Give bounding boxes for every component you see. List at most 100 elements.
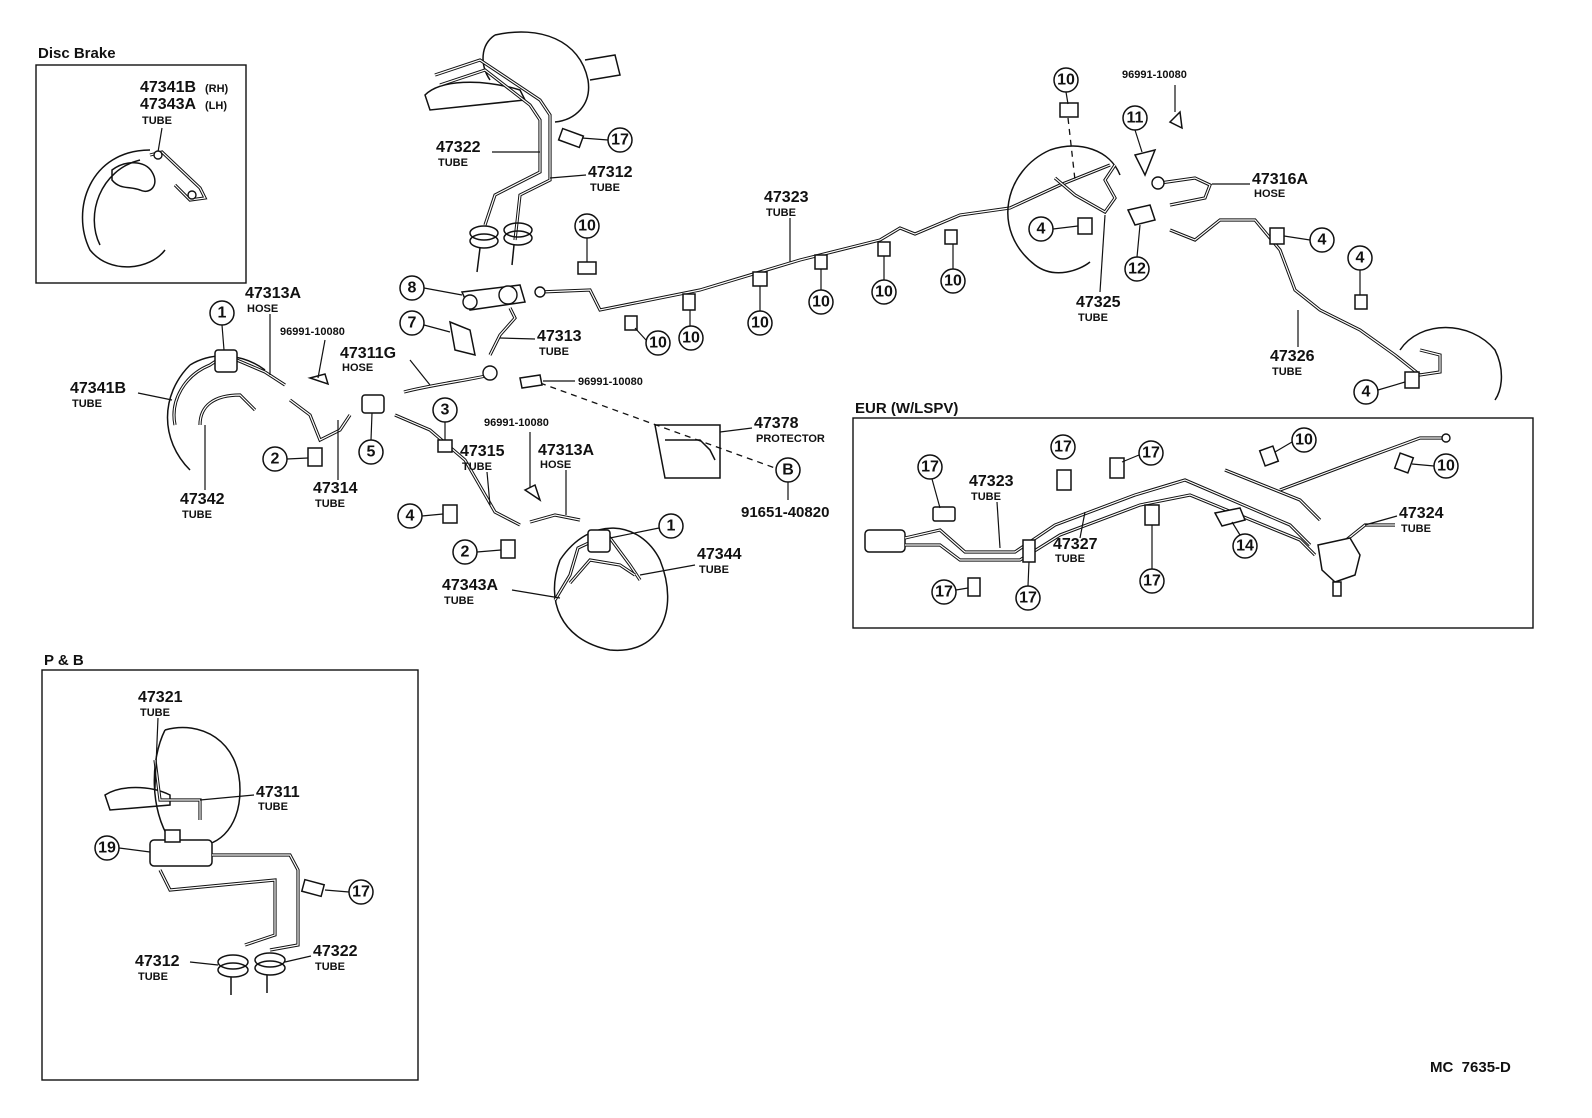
eur-ref-10-b: 10 <box>1433 453 1459 479</box>
part-47323-type: TUBE <box>766 207 796 219</box>
part-47316a: 47316A <box>1252 171 1308 188</box>
part-47315: 47315 <box>460 443 505 460</box>
disc-brake-rotor-drawing <box>81 127 208 268</box>
svg-text:1: 1 <box>667 518 676 535</box>
p-and-b-frame <box>41 669 419 1081</box>
ref-10-top: 10 <box>1053 67 1079 93</box>
disc-brake-title: Disc Brake <box>38 45 116 62</box>
pb-part-47322-type: TUBE <box>315 961 345 973</box>
svg-text:17: 17 <box>1143 573 1161 590</box>
svg-text:11: 11 <box>1127 110 1144 127</box>
eur-part-47323-type: TUBE <box>971 491 1001 503</box>
part-47313a-left-type: HOSE <box>247 303 278 315</box>
part-96991-10080-left: 96991-10080 <box>280 326 345 338</box>
svg-text:3: 3 <box>441 402 450 419</box>
svg-text:17: 17 <box>1142 445 1160 462</box>
part-47341b-type: TUBE <box>72 398 102 410</box>
eur-ref-17-b: 17 <box>1050 434 1076 460</box>
svg-text:17: 17 <box>611 132 629 149</box>
part-47343a: 47343A <box>442 577 498 594</box>
part-91651-40820: 91651-40820 <box>741 504 829 521</box>
disc-brake-frame <box>35 64 247 284</box>
part-47343a-type: TUBE <box>444 595 474 607</box>
part-47312: 47312 <box>588 164 633 181</box>
ref-10-a: 10 <box>574 213 600 239</box>
pb-part-47322: 47322 <box>313 943 358 960</box>
svg-text:4: 4 <box>1318 232 1327 249</box>
main-ref-circles: 17 10 10 10 10 10 10 <box>209 67 1406 565</box>
part-47313a-right-type: HOSE <box>540 459 571 471</box>
svg-text:10: 10 <box>751 315 769 332</box>
part-47315-type: TUBE <box>462 461 492 473</box>
eur-ref-17-a: 17 <box>917 454 943 480</box>
main-labels: 47322 TUBE 47312 TUBE 47323 TUBE 47313A … <box>70 69 1315 607</box>
part-47313a-left: 47313A <box>245 285 301 302</box>
svg-text:8: 8 <box>408 280 417 297</box>
ref-4-e: 4 <box>1353 379 1379 405</box>
svg-text:4: 4 <box>1356 250 1365 267</box>
part-47326: 47326 <box>1270 348 1315 365</box>
part-47325: 47325 <box>1076 294 1121 311</box>
pb-part-47321-type: TUBE <box>140 707 170 719</box>
eur-part-47327-type: TUBE <box>1055 553 1085 565</box>
ref-8: 8 <box>399 275 425 301</box>
ref-10-e: 10 <box>808 289 834 315</box>
ref-3: 3 <box>432 397 458 423</box>
eur-ref-17-d: 17 <box>931 579 957 605</box>
drawing-code: MC 7635-D <box>1430 1059 1511 1076</box>
disc-brake-part-b: 47343A <box>140 96 196 113</box>
part-47378: 47378 <box>754 415 799 432</box>
ref-1-b: 1 <box>658 513 684 539</box>
pb-part-47312-type: TUBE <box>138 971 168 983</box>
ref-10-b: 10 <box>645 330 671 356</box>
ref-2-left: 2 <box>262 446 288 472</box>
svg-text:10: 10 <box>682 330 700 347</box>
eur-part-47324-type: TUBE <box>1401 523 1431 535</box>
svg-text:17: 17 <box>1019 590 1037 607</box>
svg-text:10: 10 <box>649 335 667 352</box>
disc-brake-part-b-note: (LH) <box>205 100 227 112</box>
p-and-b-title: P & B <box>44 652 84 669</box>
svg-text:10: 10 <box>1437 458 1455 475</box>
svg-text:4: 4 <box>1037 221 1046 238</box>
part-47341b: 47341B <box>70 380 126 397</box>
svg-text:10: 10 <box>944 273 962 290</box>
part-47311g: 47311G <box>340 345 396 362</box>
part-47322-type: TUBE <box>438 157 468 169</box>
pb-part-47321: 47321 <box>138 689 183 706</box>
ref-17-top: 17 <box>607 127 633 153</box>
part-47313a-right: 47313A <box>538 442 594 459</box>
eur-inset: EUR (W/LSPV) 47323 <box>852 400 1534 629</box>
part-47314-type: TUBE <box>315 498 345 510</box>
ref-11: 11 <box>1122 105 1148 131</box>
svg-text:10: 10 <box>578 218 596 235</box>
svg-text:7: 7 <box>408 315 417 332</box>
part-47326-type: TUBE <box>1272 366 1302 378</box>
eur-frame <box>852 417 1534 629</box>
ref-4-a: 4 <box>397 503 423 529</box>
part-47378-type: PROTECTOR <box>756 433 825 445</box>
pb-part-47311: 47311 <box>256 784 300 801</box>
ref-10-f: 10 <box>871 279 897 305</box>
p-and-b-inset: P & B 47321 TUBE 47311 TUBE <box>41 652 419 1081</box>
svg-text:10: 10 <box>812 294 830 311</box>
part-47344: 47344 <box>697 546 742 563</box>
ref-b: B <box>775 457 801 483</box>
main-assembly-drawing <box>166 31 1503 652</box>
svg-text:2: 2 <box>461 544 470 561</box>
ref-4-d: 4 <box>1347 245 1373 271</box>
part-47314: 47314 <box>313 480 358 497</box>
part-47316a-type: HOSE <box>1254 188 1285 200</box>
pb-part-47312: 47312 <box>135 953 180 970</box>
pb-part-47311-type: TUBE <box>258 801 288 813</box>
eur-part-47323: 47323 <box>969 473 1014 490</box>
svg-text:4: 4 <box>1362 384 1371 401</box>
pb-ref-17: 17 <box>348 879 374 905</box>
ref-10-d: 10 <box>747 310 773 336</box>
svg-text:4: 4 <box>406 508 415 525</box>
part-47313-type: TUBE <box>539 346 569 358</box>
part-47312-type: TUBE <box>590 182 620 194</box>
ref-12: 12 <box>1124 256 1150 282</box>
part-47311g-type: HOSE <box>342 362 373 374</box>
eur-part-47324: 47324 <box>1399 505 1444 522</box>
